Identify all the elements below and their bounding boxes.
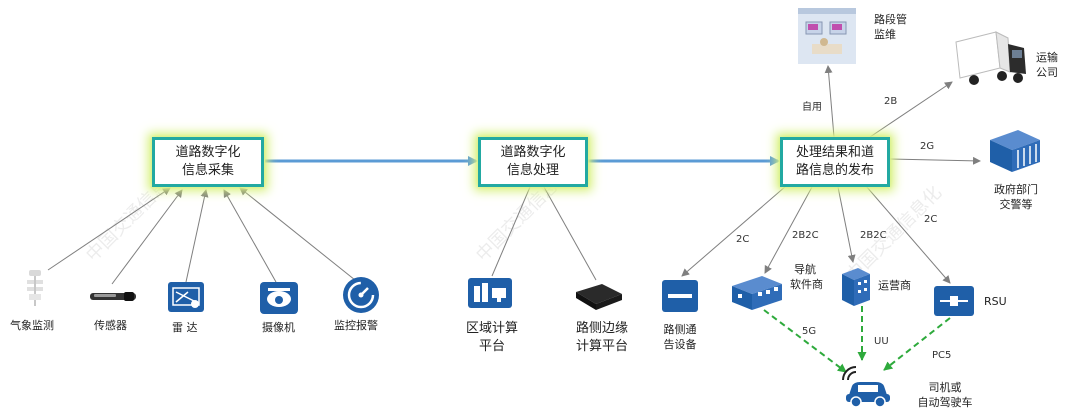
edge-label-2c-left: 2C [736, 234, 750, 245]
edge-label-2b2c-nav: 2B2C [792, 230, 819, 241]
navigation-line1: 导航 [794, 263, 816, 276]
edge-computer-label: 路侧边缘 计算平台 [566, 320, 638, 356]
connected-car-icon [840, 364, 892, 408]
roadside-comm-line2: 告设备 [663, 338, 697, 351]
alarm-label: 监控报警 [334, 319, 378, 332]
node-collect: 道路数字化 信息采集 [152, 137, 264, 187]
regional-line2: 平台 [478, 339, 505, 354]
edge-publish-rsu [865, 185, 951, 284]
edge-publish-navigation [764, 186, 813, 274]
node-publish-line2: 路信息的发布 [795, 163, 874, 178]
edge-label-uu: UU [874, 336, 889, 347]
rsu-icon [934, 286, 974, 316]
edge-process-edgecomp [543, 186, 597, 281]
camera-icon [260, 282, 298, 314]
roadside-comm-label: 路侧通 告设备 [652, 322, 708, 352]
government-line2: 交警等 [999, 198, 1033, 211]
edge-computer-icon [572, 280, 624, 312]
edge-line2: 计算平台 [575, 339, 628, 354]
weather-label: 气象监测 [10, 319, 54, 332]
regional-line1: 区域计算 [465, 321, 518, 336]
edge-rsu-vehicle [883, 317, 951, 371]
edge-alarm-collect [239, 187, 356, 281]
rsu-label: RSU [984, 295, 1007, 308]
edge-label-5g: 5G [802, 326, 817, 337]
node-process: 道路数字化 信息处理 [478, 137, 588, 187]
edge-publish-government [889, 156, 981, 165]
operator-building-icon [838, 266, 874, 308]
transport-line2: 公司 [1036, 66, 1058, 79]
edge-label-2c-right: 2C [924, 214, 938, 225]
edge-weather-collect [47, 187, 171, 271]
sensor-icon [88, 288, 140, 302]
road-mgmt-label: 路段管 监维 [874, 12, 907, 42]
road-mgmt-line1: 路段管 [874, 13, 907, 26]
edge-publish-roadmgmt [824, 65, 835, 138]
edge-label-2b: 2B [884, 96, 898, 107]
node-publish-line1: 处理结果和道 [795, 145, 874, 160]
node-process-line1: 道路数字化 [500, 145, 566, 160]
regional-platform-label: 区域计算 平台 [462, 320, 522, 356]
edge-radar-collect [185, 189, 209, 283]
transport-line1: 运输 [1036, 51, 1058, 64]
operator-label: 运营商 [878, 279, 911, 292]
edge-publish-roadsidecomm [681, 185, 787, 277]
node-publish: 处理结果和道 路信息的发布 [780, 137, 890, 187]
edge-line1: 路侧边缘 [575, 321, 628, 336]
government-line1: 政府部门 [994, 183, 1038, 196]
transport-label: 运输 公司 [1036, 50, 1058, 80]
vehicle-label: 司机或 自动驾驶车 [908, 380, 982, 410]
edge-process-regional [491, 186, 531, 277]
vehicle-line2: 自动驾驶车 [917, 396, 973, 409]
edge-label-pc5: PC5 [932, 350, 952, 361]
edge-sensor-collect [111, 189, 183, 285]
vehicle-line1: 司机或 [928, 381, 962, 394]
office-building-icon [796, 4, 858, 66]
roadside-comm-icon [662, 280, 698, 312]
roadside-comm-line1: 路侧通 [663, 323, 697, 336]
edge-label-2b2c-op: 2B2C [860, 230, 887, 241]
government-building-icon [984, 126, 1044, 174]
truck-icon [952, 30, 1028, 90]
edge-publish-transport [869, 81, 953, 138]
navigation-building-icon [728, 272, 786, 312]
sensor-label: 传感器 [94, 319, 127, 332]
edge-camera-collect [223, 189, 277, 283]
edge-publish-operator [837, 186, 856, 263]
radar-label: 雷 达 [172, 321, 198, 334]
node-collect-line2: 信息采集 [181, 163, 234, 178]
edge-nav-vehicle [763, 309, 847, 373]
navigation-line2: 软件商 [790, 278, 823, 291]
camera-label: 摄像机 [262, 321, 295, 334]
node-collect-line1: 道路数字化 [175, 145, 241, 160]
edge-label-2g: 2G [920, 141, 935, 152]
navigation-label: 导航 软件商 [790, 262, 823, 292]
radar-icon [168, 282, 204, 312]
edge-label-self-use: 自用 [802, 102, 822, 113]
node-process-line2: 信息处理 [506, 163, 559, 178]
road-mgmt-line2: 监维 [874, 28, 896, 41]
regional-platform-icon [468, 278, 512, 308]
weather-station-icon [22, 268, 48, 308]
alarm-gauge-icon [342, 276, 380, 314]
government-label: 政府部门 交警等 [986, 182, 1046, 212]
